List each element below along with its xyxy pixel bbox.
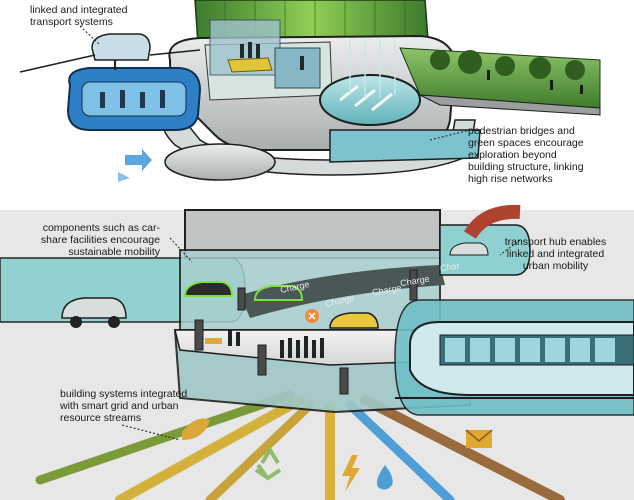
recycle-icon <box>254 446 282 481</box>
ev-car-outline <box>253 285 304 301</box>
charge-lane <box>240 265 445 318</box>
ev-car-left <box>61 297 127 319</box>
brown-pipe <box>463 204 521 239</box>
label-building-systems: building systems integrated with smart g… <box>60 388 188 424</box>
arrow-icon <box>125 149 152 171</box>
water-drop-icon <box>376 465 393 490</box>
resource-pipes <box>35 390 565 500</box>
lightning-icon <box>342 455 360 492</box>
callout-lines <box>79 25 521 441</box>
label-transport-systems: linked and integrated transport systems <box>30 4 128 28</box>
overhead-pod <box>91 33 151 61</box>
mail-icon <box>465 429 493 448</box>
top-panel <box>19 0 601 182</box>
bottom-panel <box>0 204 634 500</box>
label-car-share: components such as car- share facilities… <box>40 222 160 258</box>
leaf-icon <box>182 418 210 440</box>
label-pedestrian-bridges: pedestrian bridges and green spaces enco… <box>468 125 584 185</box>
atrium-glass <box>319 74 421 126</box>
ev-car-green <box>183 281 234 297</box>
label-transport-hub: transport hub enables linked and integra… <box>504 236 607 272</box>
ev-car-yellow <box>329 312 379 329</box>
